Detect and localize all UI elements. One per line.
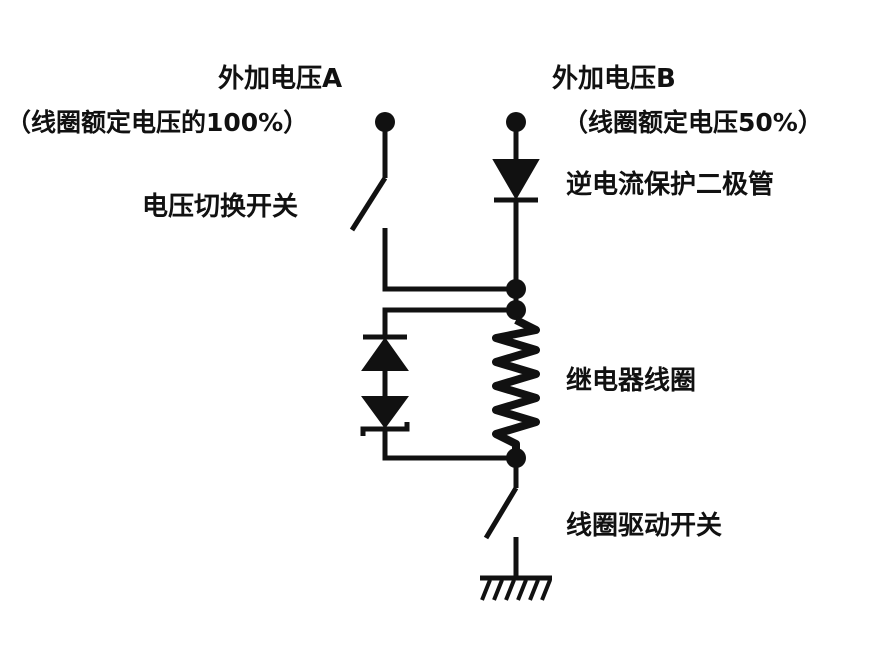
coil-drive-switch-blade (483, 486, 519, 540)
reverse-diode-symbol (492, 159, 540, 200)
coil-drive-switch-label: 线圈驱动开关 (566, 511, 723, 541)
relay-coil-symbol (492, 316, 540, 458)
suppress-diode-symbol (361, 337, 409, 371)
wire-suppressor-top (382, 307, 516, 336)
voltage-switch-blade (349, 176, 388, 232)
voltage-b-title: 外加电压B (552, 64, 676, 94)
relay-coil-label: 继电器线圈 (566, 366, 697, 396)
voltage-switch-label: 电压切换开关 (142, 192, 299, 222)
voltage-a-note: （线圈额定电压的100%） (6, 108, 309, 137)
ground-hatch (480, 579, 552, 601)
reverse-diode-label: 逆电流保护二极管 (566, 170, 775, 200)
wire-a-to-node (382, 228, 516, 292)
voltage-a-title: 外加电压A (218, 64, 343, 94)
zener-diode-symbol (361, 396, 409, 429)
voltage-b-note: （线圈额定电压50%） (563, 108, 823, 137)
wire-suppressor-bottom (382, 429, 516, 461)
